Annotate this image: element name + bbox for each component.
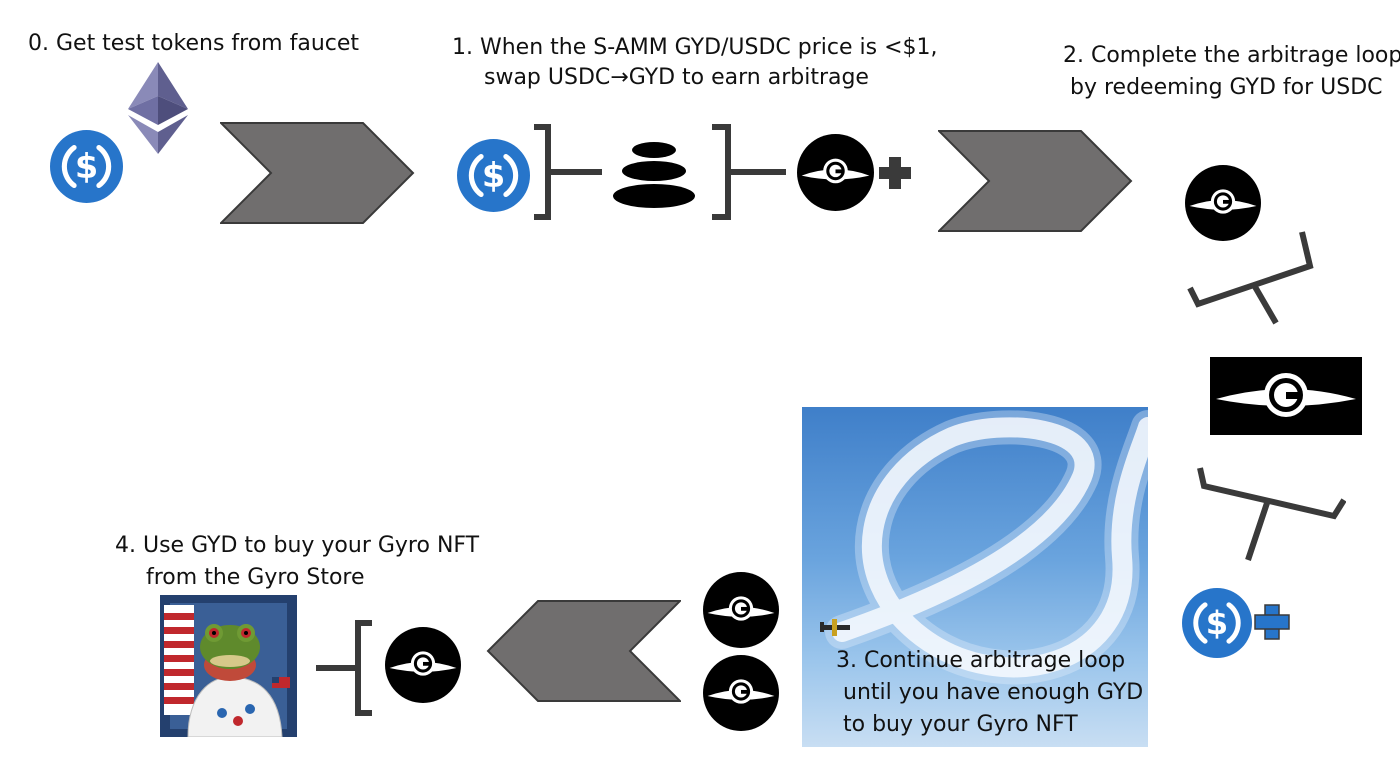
gyd-token-icon xyxy=(703,655,779,731)
plus-icon xyxy=(879,157,911,189)
step-1-label-line2: swap USDC→GYD to earn arbitrage xyxy=(484,65,869,90)
gyro-nft-frog-astronaut-image xyxy=(160,595,297,737)
step-0-label: 0. Get test tokens from faucet xyxy=(28,31,360,56)
gyd-logo-icon xyxy=(1216,373,1356,417)
usdc-coin-icon xyxy=(457,139,530,212)
ethereum-icon xyxy=(128,62,188,154)
step-3-label-line3: to buy your Gyro NFT xyxy=(843,712,1078,737)
step-3-label-line2: until you have enough GYD xyxy=(843,680,1144,705)
bracket-connector xyxy=(534,124,602,220)
skywriting-loop-photo: 3. Continue arbitrage loop until you hav… xyxy=(802,407,1148,747)
plus-icon xyxy=(1254,604,1290,640)
arrow-step-1-to-2 xyxy=(938,130,1133,232)
step-4-label-line1: 4. Use GYD to buy your Gyro NFT xyxy=(115,533,480,558)
bracket-connector xyxy=(712,124,786,220)
arrow-step-3-to-4 xyxy=(486,600,681,702)
step-3-label-line1: 3. Continue arbitrage loop xyxy=(836,648,1126,673)
bracket-connector xyxy=(1197,467,1346,561)
gyd-token-icon xyxy=(385,627,461,703)
contrail-loop-icon xyxy=(820,410,1148,685)
balancer-pool-icon xyxy=(613,142,695,208)
us-flag-icon xyxy=(164,605,194,715)
step-1-label-line1: 1. When the S-AMM GYD/USDC price is <$1, xyxy=(452,35,938,60)
usdc-coin-icon xyxy=(1182,588,1252,658)
step-4-label-line2: from the Gyro Store xyxy=(146,565,365,590)
gyd-token-icon xyxy=(797,134,874,211)
bracket-connector xyxy=(1187,231,1314,325)
airplane-icon xyxy=(820,619,850,636)
bracket-connector xyxy=(316,620,372,716)
step-2-label-line2: by redeeming GYD for USDC xyxy=(1070,75,1383,100)
gyd-token-icon xyxy=(703,572,779,648)
step-2-label-line1: 2. Complete the arbitrage loop xyxy=(1063,43,1400,68)
arrow-step-0-to-1 xyxy=(220,122,415,224)
gyd-logo-banner xyxy=(1210,357,1362,435)
usdc-coin-icon xyxy=(50,130,123,203)
